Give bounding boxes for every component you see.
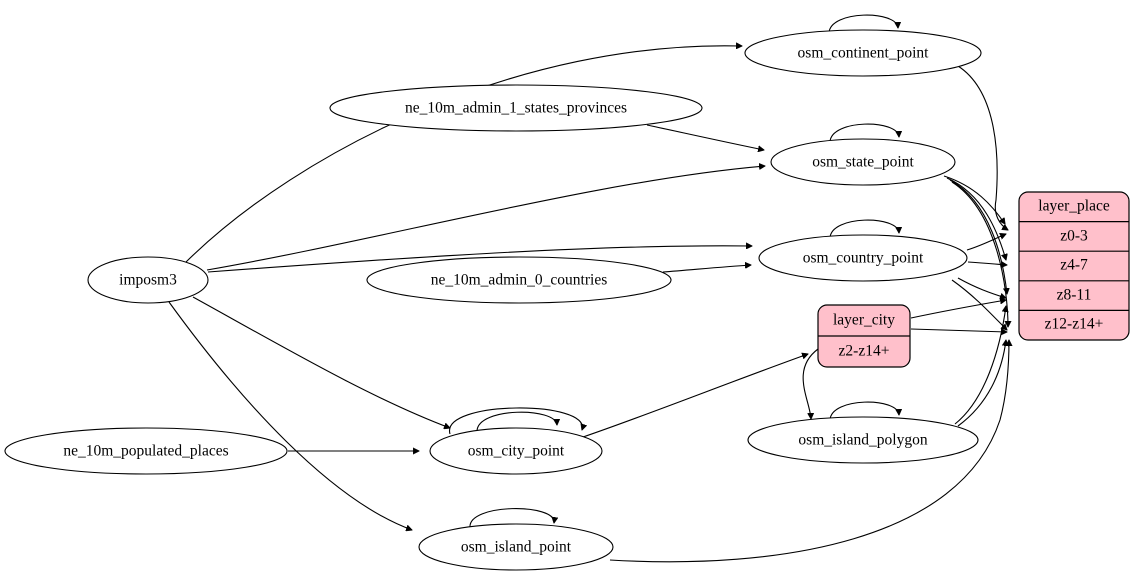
edge-osm-state-point-to-layer-place-z0-3 [943,175,1005,224]
node-osm-island-polygon-label: osm_island_polygon [798,432,927,449]
selfloop-osm-city-point-outer [449,407,583,435]
selfloop-osm-country-point [829,219,899,239]
edge-imposm3-to-osm-continent-point [185,46,742,263]
record-layer-city[interactable]: layer_city z2-z14+ [817,304,911,368]
edge-osm-island-polygon-to-layer-place-z8-11 [954,306,1006,425]
record-layer-place-box[interactable] [1018,191,1130,341]
edge-osm-country-point-to-layer-place-z0-3 [966,234,1006,251]
selfloop-osm-continent-point [828,14,898,34]
node-imposm3-label: imposm3 [119,272,177,289]
node-ne-10m-admin-0-countries[interactable]: ne_10m_admin_0_countries [366,256,672,304]
node-osm-continent-point-label: osm_continent_point [798,45,930,62]
node-osm-state-point[interactable]: osm_state_point [770,138,956,186]
record-layer-place-row-z4-7[interactable]: z4-7 [1060,257,1088,274]
node-osm-continent-point[interactable]: osm_continent_point [744,29,982,77]
node-osm-continent-point-shape[interactable] [744,29,982,77]
edge-osm-island-polygon-to-layer-place-z12-z14 [957,340,1006,427]
node-layer: imposm3 ne_10m_admin_1_states_provinces … [4,29,982,571]
record-layer-place-row-z12-z14[interactable]: z12-z14+ [1045,316,1104,333]
edge-osm-country-point-to-layer-place-z4-7 [967,262,1007,265]
node-ne-10m-admin-1-states-provinces[interactable]: ne_10m_admin_1_states_provinces [329,84,703,132]
node-ne-states-shape[interactable] [329,84,703,132]
node-osm-island-point-label: osm_island_point [461,539,572,556]
node-osm-city-point[interactable]: osm_city_point [429,427,603,475]
node-ne-countries-label: ne_10m_admin_0_countries [431,272,608,289]
node-ne-populated-label: ne_10m_populated_places [63,443,228,460]
node-osm-city-point-label: osm_city_point [468,443,565,460]
node-osm-island-point[interactable]: osm_island_point [418,523,614,571]
edge-osm-state-point-to-layer-place-z8-11 [949,179,1007,294]
node-ne-populated-shape[interactable] [4,427,288,475]
record-layer-place-row-z8-11[interactable]: z8-11 [1057,287,1092,304]
edge-layer-city-to-layer-place-z8-11 [910,300,1006,319]
edge-osm-country-point-to-layer-place-z8-11 [957,277,1006,298]
node-osm-island-polygon[interactable]: osm_island_polygon [747,416,979,464]
node-ne-countries-shape[interactable] [366,256,672,304]
edge-imposm3-to-osm-island-point [168,301,412,530]
edge-ne-states-to-osm-state-point [646,124,764,150]
selfloop-osm-state-point [829,123,899,143]
node-osm-country-point[interactable]: osm_country_point [758,234,968,282]
edge-imposm3-to-osm-country-point [207,246,752,273]
selfloop-osm-island-polygon [829,401,899,421]
record-layer-place-title: layer_place [1038,198,1110,215]
selfloop-osm-city-point-inner [476,411,557,432]
record-layer-place-row-z0-3[interactable]: z0-3 [1060,228,1088,245]
edge-osm-continent-point-to-layer-place-z0-3 [957,65,1008,230]
edge-layer-city-to-layer-place-z12-z14 [910,328,1007,332]
node-imposm3[interactable]: imposm3 [87,256,209,304]
node-osm-country-point-shape[interactable] [758,234,968,282]
edge-osm-city-point-to-layer-city [582,354,808,438]
record-layer-city-title: layer_city [833,312,895,329]
edge-osm-state-point-to-layer-place-z4-7 [946,177,1006,260]
edge-layer-city-to-osm-island-polygon [802,348,819,419]
node-osm-state-point-label: osm_state_point [812,154,914,171]
record-layer: layer_place z0-3 z4-7 z8-11 z12-z14+ lay… [817,191,1130,368]
selfloop-osm-island-point [469,508,554,529]
edge-layer [168,14,1009,563]
edge-osm-island-point-to-layer-place-z12-z14 [609,340,1009,563]
node-ne-10m-populated-places[interactable]: ne_10m_populated_places [4,427,288,475]
node-osm-island-polygon-shape[interactable] [747,416,979,464]
node-ne-states-label: ne_10m_admin_1_states_provinces [405,100,627,117]
record-layer-city-row-z2-z14[interactable]: z2-z14+ [839,343,890,360]
edge-ne-countries-to-osm-country-point [662,265,751,273]
node-osm-island-point-shape[interactable] [418,523,614,571]
edge-imposm3-to-osm-state-point [206,166,765,271]
node-osm-city-point-shape[interactable] [429,427,603,475]
edge-imposm3-to-osm-city-point [192,296,450,428]
node-osm-state-point-shape[interactable] [770,138,956,186]
node-osm-country-point-label: osm_country_point [803,250,924,267]
record-layer-place[interactable]: layer_place z0-3 z4-7 z8-11 z12-z14+ [1018,191,1130,341]
node-imposm3-shape[interactable] [87,256,209,304]
